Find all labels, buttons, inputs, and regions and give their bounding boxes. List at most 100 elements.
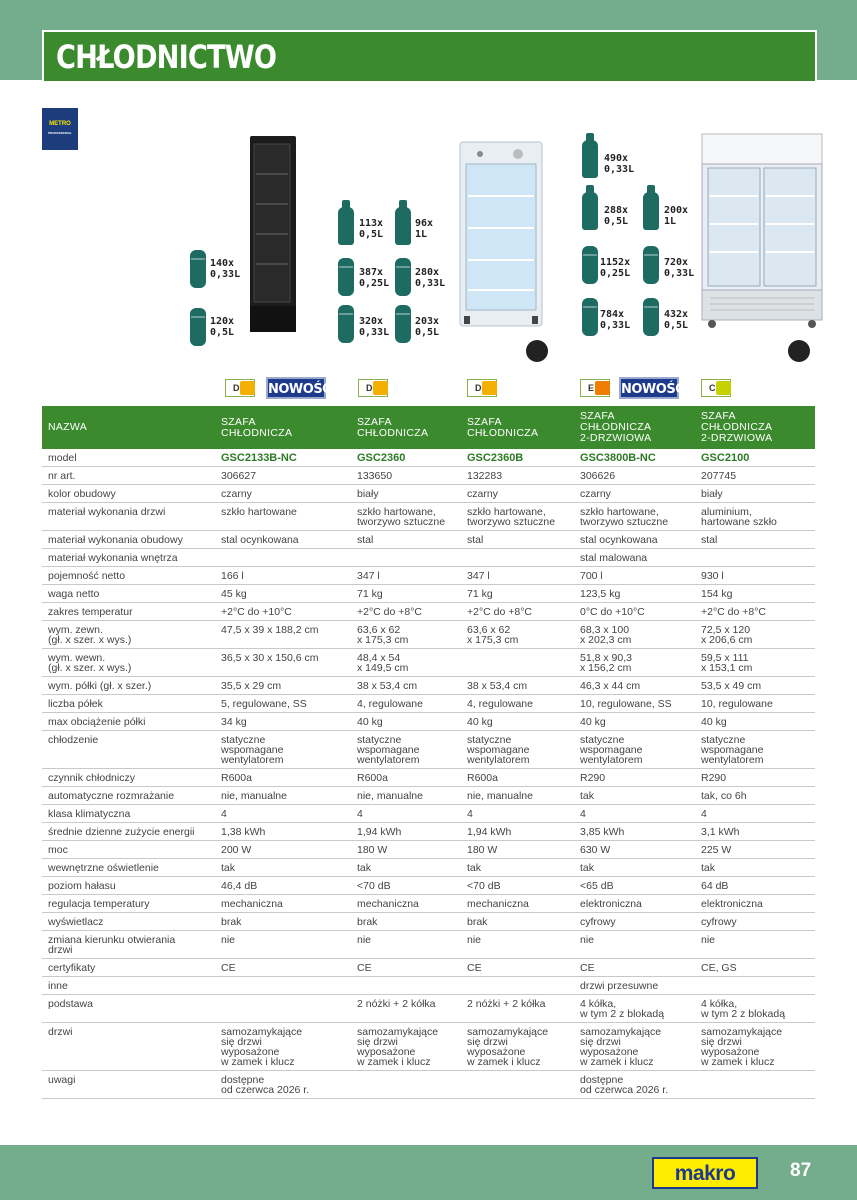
fridge-image-white <box>459 141 543 327</box>
fridge-image-black <box>250 136 296 332</box>
row-label: chłodzenie <box>42 730 215 769</box>
cell-value: 46,4 dB <box>215 876 351 895</box>
cell-value: 133650 <box>351 466 461 485</box>
can-icon <box>190 250 206 288</box>
cell-value: CE <box>574 958 695 977</box>
energy-class-arrow-icon <box>240 381 255 395</box>
cell-value <box>461 648 574 677</box>
header-product-3: SZAFA CHŁODNICZA <box>467 415 539 439</box>
cell-value: 180 W <box>461 840 574 859</box>
cell-value: <70 dB <box>461 876 574 895</box>
cell-value: 154 kg <box>695 584 815 603</box>
cell-value <box>695 976 815 995</box>
cell-value <box>461 548 574 567</box>
cell-value: +2°C do +8°C <box>461 602 574 621</box>
cell-value: 347 l <box>461 566 574 585</box>
capacity-label: 200x 1L <box>664 205 689 227</box>
capacity-label: 203x 0,5L <box>415 316 440 338</box>
cell-value: dostępne od czerwca 2026 r. <box>574 1070 695 1099</box>
row-label: kolor obudowy <box>42 484 215 503</box>
cell-value: mechaniczna <box>461 894 574 913</box>
bottle-icon <box>338 200 354 245</box>
cell-value: samozamykające się drzwi wyposażone w za… <box>695 1022 815 1071</box>
cell-value: 45 kg <box>215 584 351 603</box>
cell-value <box>351 976 461 995</box>
can-icon <box>643 246 659 284</box>
energy-class-label: E <box>580 379 610 397</box>
bottle-icon <box>643 185 659 230</box>
cell-value: 51,8 x 90,3 x 156,2 cm <box>574 648 695 677</box>
bottle-icon <box>582 133 598 178</box>
cell-value: 166 l <box>215 566 351 585</box>
cell-value: GSC2133B-NC <box>215 449 351 467</box>
cell-value: cyfrowy <box>574 912 695 931</box>
cell-value: CE, GS <box>695 958 815 977</box>
cell-value: 4 <box>574 804 695 823</box>
capacity-label: 120x 0,5L <box>210 316 235 338</box>
cell-value: CE <box>215 958 351 977</box>
cell-value: tak <box>574 786 695 805</box>
cell-value: 10, regulowane <box>695 694 815 713</box>
cell-value: statyczne wspomagane wentylatorem <box>461 730 574 769</box>
row-label: inne <box>42 976 215 995</box>
cell-value: <65 dB <box>574 876 695 895</box>
row-label: model <box>42 449 215 467</box>
row-label: pojemność netto <box>42 566 215 585</box>
cell-value: biały <box>351 484 461 503</box>
row-label: materiał wykonania obudowy <box>42 530 215 549</box>
metro-professional-logo: METRO PROFESSIONAL <box>42 108 78 150</box>
cell-value: 1,94 kWh <box>351 822 461 841</box>
cell-value: <70 dB <box>351 876 461 895</box>
row-label: materiał wykonania drzwi <box>42 502 215 531</box>
cell-value: stal ocynkowana <box>215 530 351 549</box>
table-row: zakres temperatur+2°C do +10°C+2°C do +8… <box>42 602 815 621</box>
cell-value: stal <box>695 530 815 549</box>
cell-value: 63,6 x 62 x 175,3 cm <box>461 620 574 649</box>
cell-value: samozamykające się drzwi wyposażone w za… <box>574 1022 695 1071</box>
cell-value: 630 W <box>574 840 695 859</box>
cell-value: szkło hartowane <box>215 502 351 531</box>
cell-value: 72,5 x 120 x 206,6 cm <box>695 620 815 649</box>
cell-value: 225 W <box>695 840 815 859</box>
cell-value: 38 x 53,4 cm <box>461 676 574 695</box>
cell-value <box>695 1070 815 1099</box>
cell-value: 1,94 kWh <box>461 822 574 841</box>
cell-value: tak <box>215 858 351 877</box>
capacity-label: 387x 0,25L <box>359 267 390 289</box>
cell-value: 200 W <box>215 840 351 859</box>
cell-value: 40 kg <box>351 712 461 731</box>
cell-value: 5, regulowane, SS <box>215 694 351 713</box>
capacity-label: 140x 0,33L <box>210 258 241 280</box>
color-swatch-black <box>788 340 810 362</box>
energy-class-letter: D <box>233 383 240 393</box>
bottle-icon <box>582 185 598 230</box>
cell-value: 700 l <box>574 566 695 585</box>
cell-value: R600a <box>461 768 574 787</box>
cell-value <box>351 548 461 567</box>
cell-value: statyczne wspomagane wentylatorem <box>215 730 351 769</box>
cell-value: 10, regulowane, SS <box>574 694 695 713</box>
cell-value: 132283 <box>461 466 574 485</box>
cell-value: biały <box>695 484 815 503</box>
can-icon <box>190 308 206 346</box>
cell-value: samozamykające się drzwi wyposażone w za… <box>215 1022 351 1071</box>
cell-value: 35,5 x 29 cm <box>215 676 351 695</box>
page-number: 87 <box>790 1160 812 1181</box>
energy-class-letter: E <box>588 383 595 393</box>
cell-value: GSC2360 <box>351 449 461 467</box>
can-icon <box>395 258 411 296</box>
energy-class-arrow-icon <box>373 381 388 395</box>
energy-class-label: D <box>225 379 255 397</box>
cell-value <box>351 1070 461 1099</box>
